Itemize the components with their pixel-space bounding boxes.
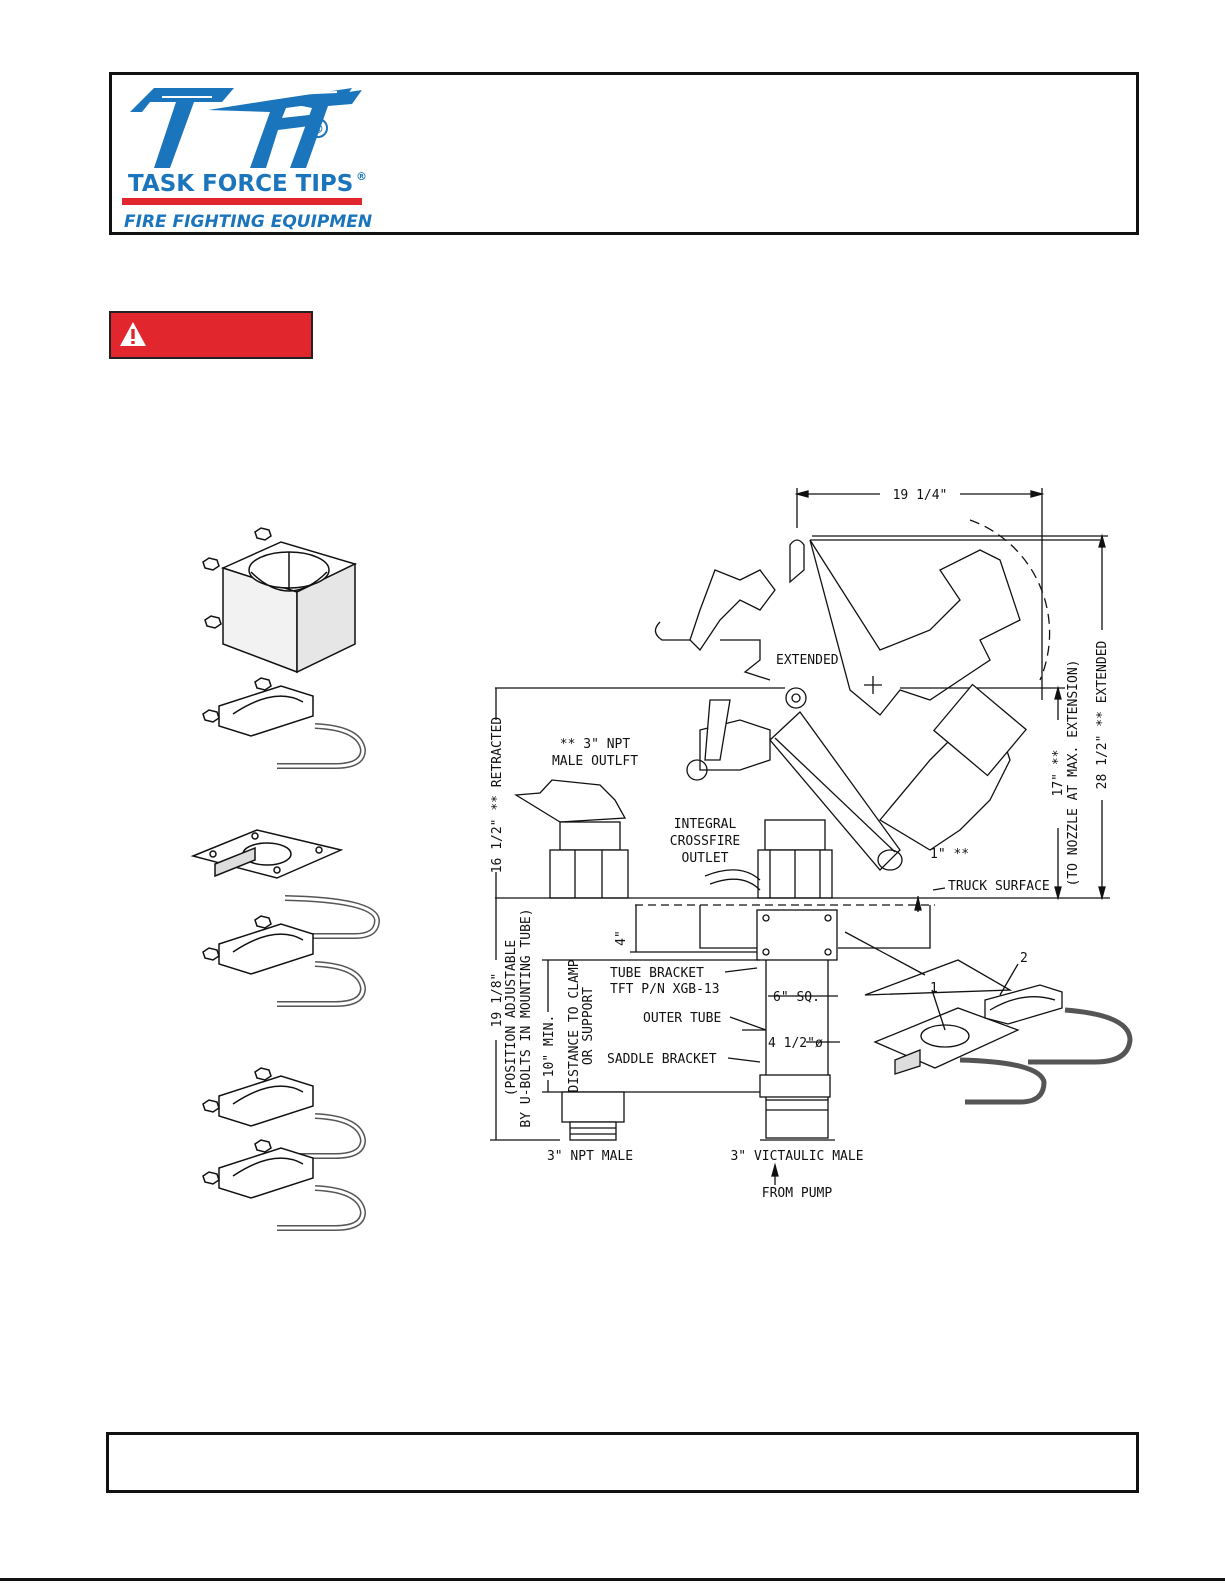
outer-tube-label: OUTER TUBE (643, 1011, 721, 1026)
ten-min-dim: 10" MIN. (542, 1015, 557, 1078)
brand-name-registered: ® (356, 170, 367, 183)
tube-bracket-label-2: TFT P/N XGB-13 (610, 982, 720, 997)
saddle-u-bolt (202, 1139, 367, 1231)
saddle-bracket-label: SADDLE BRACKET (607, 1052, 717, 1067)
callout-2: 2 (1020, 951, 1028, 966)
position-adjustable-label-1: (POSITION ADJUSTABLE (504, 940, 519, 1097)
npt-male-label: 3" NPT MALE (547, 1149, 633, 1164)
dim-width-label: 19 1/4" (893, 488, 948, 503)
retracted-height-dim: 16 1/2" ** RETRACTED (490, 717, 505, 874)
six-sq-dim: 6" SQ. (773, 990, 820, 1005)
saddle-u-bolt (202, 677, 367, 769)
victaulic-male-label: 3" VICTAULIC MALE (730, 1149, 863, 1164)
adjustable-height-dim: 19 1/8" (490, 973, 505, 1028)
extended-height-dim: 28 1/2" ** EXTENDED (1095, 640, 1110, 789)
four-inch-dim: 4" (614, 930, 629, 946)
distance-clamp-label-2: OR SUPPORT (581, 987, 596, 1065)
warning-triangle-icon (120, 322, 146, 346)
header-box (109, 72, 1139, 235)
bottom-rule (0, 1578, 1225, 1581)
saddle-u-bolt (202, 915, 367, 1007)
crossfire-label-3: OUTLET (682, 851, 729, 866)
extended-label: EXTENDED (776, 653, 839, 668)
to-nozzle-label: (TO NOZZLE AT MAX. EXTENSION) (1066, 660, 1081, 887)
tube-diameter-dim: 4 1/2"ø (768, 1036, 823, 1051)
distance-clamp-label-1: DISTANCE TO CLAMP (567, 959, 582, 1092)
hex-nut-icon (202, 527, 272, 629)
footer-box (106, 1432, 1139, 1493)
truck-surface-label: TRUCK SURFACE (948, 879, 1050, 894)
brand-red-rule (122, 198, 362, 205)
crossfire-label-2: CROSSFIRE (670, 834, 740, 849)
callout-1: 1 (930, 981, 938, 996)
tube-bracket-label-1: TUBE BRACKET (610, 966, 704, 981)
brand-name: TASK FORCE TIPS (128, 171, 353, 197)
saddle-u-bolt (202, 1067, 367, 1159)
one-inch-dim: 1" ** (930, 847, 969, 862)
registered-mark: ® (312, 122, 324, 136)
parts-illustrations (190, 527, 381, 1231)
seventeen-dim: 17" ** (1051, 750, 1066, 797)
from-pump-label: FROM PUMP (762, 1186, 833, 1201)
position-adjustable-label-2: BY U-BOLTS IN MOUNTING TUBE) (519, 908, 534, 1127)
npt-outlet-label-1: ** 3" NPT (560, 737, 631, 752)
tube-bracket-plate (190, 829, 381, 939)
brand-tagline: FIRE FIGHTING EQUIPMENT (124, 212, 372, 232)
npt-outlet-label-2: MALE OUTLFT (552, 754, 638, 769)
warning-label (109, 311, 313, 359)
crossfire-label-1: INTEGRAL (674, 817, 737, 832)
mounting-block (220, 541, 358, 674)
tft-logo: ® TASK FORCE TIPS ® FIRE FIGHTING EQUIPM… (122, 88, 372, 232)
